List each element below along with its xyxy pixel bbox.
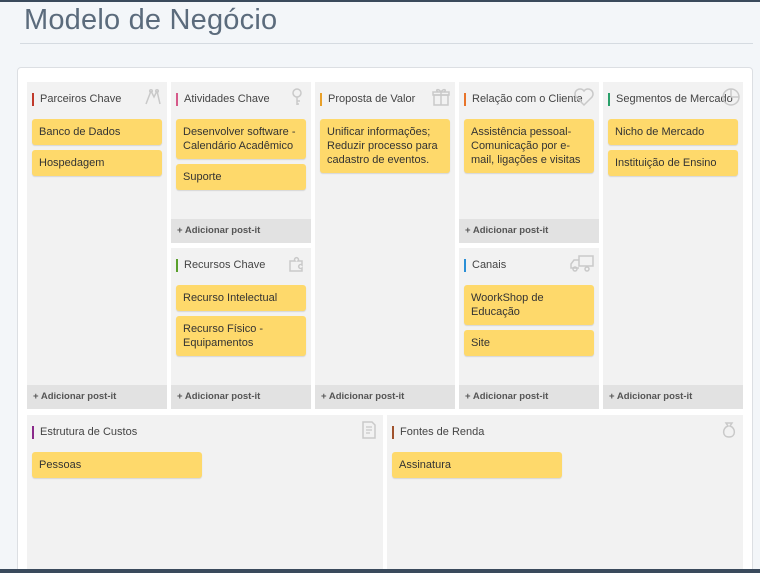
post-it[interactable]: Hospedagem [32, 150, 162, 176]
panel-title: Canais [464, 259, 506, 272]
post-it[interactable]: Recurso Físico - Equipamentos [176, 316, 306, 356]
puzzle-icon [287, 253, 307, 273]
panel-estrutura-de-custos: Estrutura de Custos Pessoas [27, 415, 383, 573]
top-rule [0, 0, 760, 2]
panel-title: Proposta de Valor [320, 93, 415, 106]
add-post-it-button[interactable]: + Adicionar post-it [603, 385, 743, 409]
pie-chart-icon [721, 87, 741, 107]
panel-recursos-chave: Recursos Chave Recurso Intelectual Recur… [171, 248, 311, 409]
panel-header: Estrutura de Custos [27, 415, 383, 447]
post-it[interactable]: Nicho de Mercado [608, 119, 738, 145]
panel-header: Proposta de Valor [315, 82, 455, 114]
post-it[interactable]: Banco de Dados [32, 119, 162, 145]
post-it[interactable]: Instituição de Ensino [608, 150, 738, 176]
post-it[interactable]: Unificar informações; Reduzir processo p… [320, 119, 450, 173]
panel-title: Fontes de Renda [392, 426, 484, 439]
add-post-it-button[interactable]: + Adicionar post-it [171, 385, 311, 409]
panel-title: Recursos Chave [176, 259, 265, 272]
post-it[interactable]: Desenvolver software - Calendário Acadêm… [176, 119, 306, 159]
panel-title: Estrutura de Custos [32, 426, 137, 439]
document-icon [359, 420, 379, 440]
panel-header: Canais [459, 248, 599, 280]
panel-title: Segmentos de Mercado [608, 93, 733, 106]
handshake-icon [143, 87, 163, 107]
post-it[interactable]: Suporte [176, 164, 306, 190]
panel-fontes-de-renda: Fontes de Renda Assinatura [387, 415, 743, 573]
panel-title: Atividades Chave [176, 93, 270, 106]
panel-canais: Canais WoorkShop de Educação Site + Adic… [459, 248, 599, 409]
post-it[interactable]: Assistência pessoal- Comunicação por e-m… [464, 119, 594, 173]
add-post-it-button[interactable]: + Adicionar post-it [459, 219, 599, 243]
panel-header: Fontes de Renda [387, 415, 743, 447]
panel-header: Segmentos de Mercado [603, 82, 743, 114]
page-title: Modelo de Negócio [24, 4, 278, 36]
gift-icon [431, 87, 451, 107]
money-bag-icon [719, 420, 739, 440]
add-post-it-button[interactable]: + Adicionar post-it [27, 385, 167, 409]
add-post-it-button[interactable]: + Adicionar post-it [459, 385, 599, 409]
panel-header: Relação com o Cliente [459, 82, 599, 114]
panel-title: Parceiros Chave [32, 93, 121, 106]
panel-atividades-chave: Atividades Chave Desenvolver software - … [171, 82, 311, 243]
panel-header: Parceiros Chave [27, 82, 167, 114]
post-it[interactable]: Assinatura [392, 452, 562, 478]
bottom-strip [0, 569, 760, 573]
title-divider [20, 43, 753, 44]
panel-segmentos-de-mercado: Segmentos de Mercado Nicho de Mercado In… [603, 82, 743, 409]
heart-icon [573, 87, 595, 107]
truck-icon [569, 253, 595, 273]
post-it[interactable]: Recurso Intelectual [176, 285, 306, 311]
post-it[interactable]: WoorkShop de Educação [464, 285, 594, 325]
add-post-it-button[interactable]: + Adicionar post-it [315, 385, 455, 409]
key-icon [287, 87, 307, 107]
add-post-it-button[interactable]: + Adicionar post-it [171, 219, 311, 243]
panel-proposta-de-valor: Proposta de Valor Unificar informações; … [315, 82, 455, 409]
panel-title: Relação com o Cliente [464, 93, 583, 106]
post-it[interactable]: Pessoas [32, 452, 202, 478]
panel-relacao-com-o-cliente: Relação com o Cliente Assistência pessoa… [459, 82, 599, 243]
panel-header: Recursos Chave [171, 248, 311, 280]
panel-parceiros-chave: Parceiros Chave Banco de Dados Hospedage… [27, 82, 167, 409]
business-model-canvas: Parceiros Chave Banco de Dados Hospedage… [17, 67, 753, 573]
panel-header: Atividades Chave [171, 82, 311, 114]
post-it[interactable]: Site [464, 330, 594, 356]
